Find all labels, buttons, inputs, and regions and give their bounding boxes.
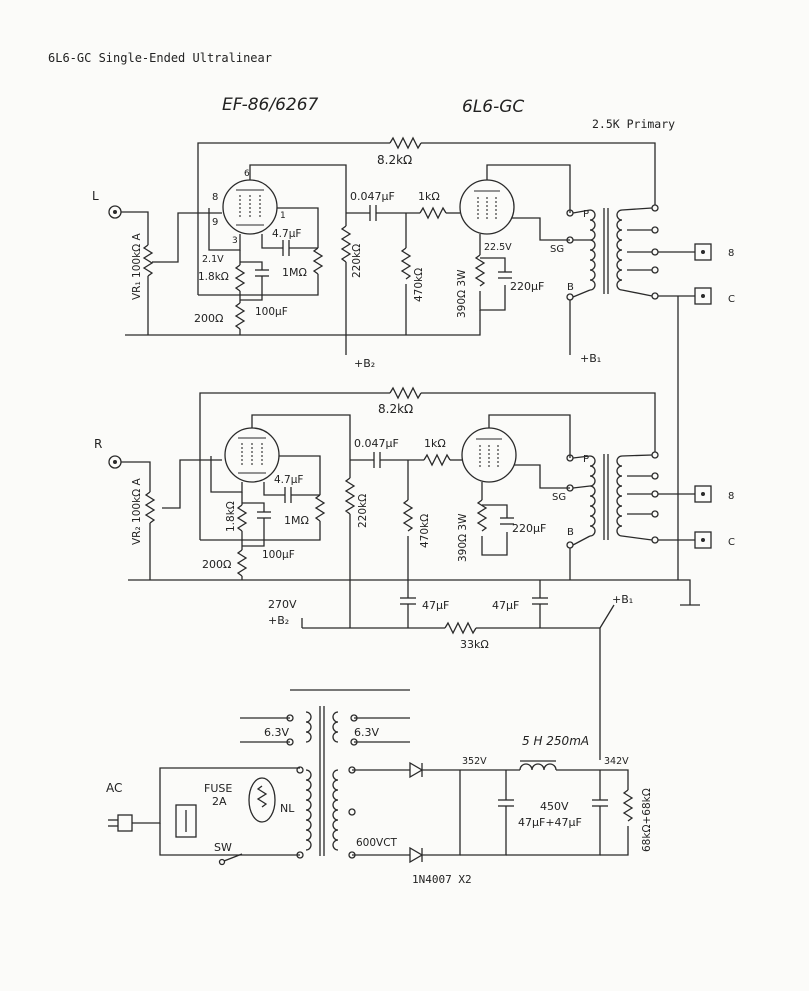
left-output-cathode-cap-label: 220μF — [510, 280, 544, 293]
output-tube-label: 6L6-GC — [462, 97, 524, 117]
right-feedback-resistor-label: 8.2kΩ — [378, 402, 413, 416]
right-speaker-c-terminal[interactable] — [694, 531, 712, 549]
right-plate-pin-label: P — [583, 454, 589, 465]
ac-plug-icon — [108, 814, 133, 832]
right-speaker-8-label: 8 — [728, 491, 734, 502]
b1-supply-label: +B₁ — [612, 593, 633, 606]
right-coupling-cap-label: 0.047μF — [354, 437, 399, 450]
right-plate-resistor-label: 220kΩ — [357, 494, 369, 528]
ac-input-label: AC — [106, 781, 122, 795]
left-volume-pot-icon — [142, 244, 154, 277]
filter-choke-label: 5 H 250mA — [522, 734, 589, 748]
heater1-label: 6.3V — [264, 726, 289, 739]
left-screen-cap-label: 4.7μF — [272, 228, 301, 240]
right-output-cathode-cap-label: 220μF — [512, 522, 546, 535]
bleeder-resistor-label: 68kΩ+68kΩ — [641, 788, 653, 852]
rectifier-diodes-label: 1N4007 X2 — [412, 873, 472, 886]
right-speaker-c-label: C — [728, 537, 735, 548]
filter-voltage-label: 450V — [540, 800, 569, 813]
left-speaker-c-label: C — [728, 294, 735, 305]
left-cathode-resistor2-label: 200Ω — [194, 312, 223, 325]
left-output-cathode-voltage-label: 22.5V — [484, 242, 512, 253]
left-pin8-label: 8 — [212, 192, 218, 203]
right-screen-cap-label: 4.7μF — [274, 474, 303, 486]
fuse-holder-icon — [175, 804, 197, 838]
left-b2-label: +B₂ — [354, 357, 375, 370]
right-b-pin-label: B — [567, 527, 574, 538]
left-b-pin-label: B — [567, 282, 574, 293]
left-speaker-8-terminal[interactable] — [694, 243, 712, 261]
right-channel: 8.2kΩ R VR₂ 100kΩ A 4.7μF 1MΩ — [94, 386, 735, 628]
right-volume-label: VR₂ 100kΩ A — [131, 477, 143, 545]
left-coupling-cap-label: 0.047μF — [350, 190, 395, 203]
b2-supply-label: +B₂ — [268, 614, 289, 627]
left-pin3-label: 3 — [232, 236, 238, 246]
left-output-transformer-icon — [566, 204, 695, 301]
dropper-resistor-label: 33kΩ — [460, 638, 489, 651]
page-title: 6L6-GC Single-Ended Ultralinear — [48, 51, 272, 65]
left-b1-label: +B₁ — [580, 352, 601, 365]
left-screen-pin-label: SG — [550, 244, 564, 255]
left-pin6-label: 6 — [244, 169, 250, 179]
right-screen-resistor-label: 1MΩ — [284, 514, 309, 527]
fuse-label: FUSE — [204, 782, 232, 795]
left-input-label: L — [92, 189, 99, 203]
right-cathode-resistor2-label: 200Ω — [202, 558, 231, 571]
neon-lamp-icon — [248, 777, 276, 823]
center-tap-label: 600VCT — [356, 837, 398, 849]
right-cathode-resistor-label: 1.8kΩ — [225, 501, 237, 532]
left-pin1-label: 1 — [280, 211, 286, 221]
fuse-rating-label: 2A — [212, 795, 227, 808]
transformer-primary-label: 2.5K Primary — [592, 117, 675, 131]
filter-caps-label: 47μF+47μF — [518, 816, 582, 829]
b2-voltage-label: 270V — [268, 598, 297, 611]
right-cathode-cap-label: 100μF — [262, 549, 295, 561]
left-screen-resistor-label: 1MΩ — [282, 266, 307, 279]
output-voltage-label: 342V — [604, 756, 629, 767]
right-input-label: R — [94, 437, 102, 451]
filter-choke-icon — [519, 763, 557, 771]
right-grid-stopper-label: 1kΩ — [424, 437, 446, 450]
b1-filter-cap-label: 47μF — [492, 599, 519, 612]
left-channel: 8.2kΩ L VR₁ 100kΩ A 8 9 6 3 1 — [92, 136, 735, 580]
left-grid-leak-label: 470kΩ — [413, 268, 425, 302]
left-feedback-resistor-label: 8.2kΩ — [377, 153, 412, 167]
left-output-cathode-res-label: 390Ω 3W — [456, 269, 468, 318]
right-output-transformer-icon — [566, 451, 695, 549]
right-speaker-8-terminal[interactable] — [694, 485, 712, 503]
left-cathode-cap-label: 100μF — [255, 306, 288, 318]
right-output-cathode-res-label: 390Ω 3W — [457, 513, 469, 562]
b-plus-distribution: 270V +B₂ 33kΩ 47μF 47μF +B₁ — [268, 580, 633, 760]
left-volume-label: VR₁ 100kΩ A — [131, 232, 143, 300]
left-pin9-label: 9 — [212, 217, 218, 228]
left-speaker-c-terminal[interactable] — [694, 287, 712, 305]
power-supply: 6.3V 6.3V 600VCT AC FUSE 2A NL — [106, 689, 653, 886]
heater2-label: 6.3V — [354, 726, 379, 739]
left-plate-pin-label: P — [583, 209, 589, 220]
right-volume-pot-icon — [144, 491, 156, 524]
right-screen-pin-label: SG — [552, 492, 566, 503]
left-speaker-8-label: 8 — [728, 248, 734, 259]
left-cathode-resistor-label: 1.8kΩ — [198, 271, 229, 283]
power-switch-label: SW — [214, 841, 232, 854]
rectifier-voltage-label: 352V — [462, 756, 487, 767]
power-switch-icon[interactable] — [218, 858, 226, 866]
right-grid-leak-label: 470kΩ — [419, 514, 431, 548]
power-transformer-icon — [296, 706, 356, 859]
neon-lamp-label: NL — [280, 802, 295, 815]
left-plate-resistor-label: 220kΩ — [351, 244, 363, 278]
left-grid-stopper-label: 1kΩ — [418, 190, 440, 203]
b2-filter-cap-label: 47μF — [422, 599, 449, 612]
left-cathode-voltage-label: 2.1V — [202, 254, 224, 265]
driver-tube-label: EF-86/6267 — [222, 95, 319, 115]
